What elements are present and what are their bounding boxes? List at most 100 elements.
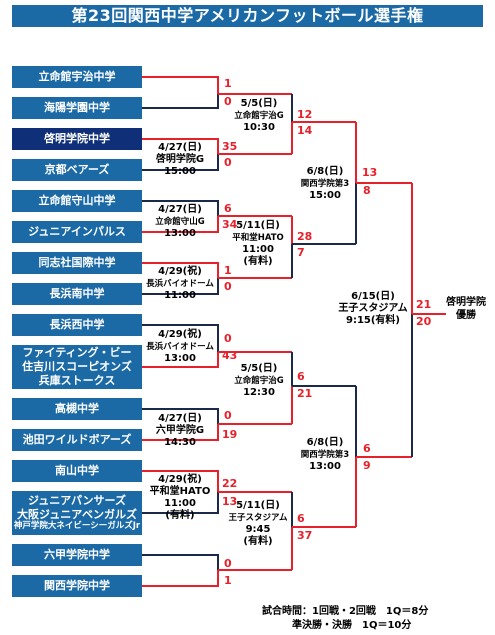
team-name: 兵庫ストークス <box>38 373 116 387</box>
score: 13 <box>222 495 238 508</box>
score: 6 <box>297 370 305 383</box>
match-date: 5/5(日) <box>240 363 278 374</box>
team-name: 立命館守山中学 <box>38 194 116 208</box>
team-name: 海陽学園中学 <box>44 101 110 115</box>
match-date: 5/5(日) <box>240 98 278 109</box>
champion-label: 啓明学院 優勝 <box>446 296 486 322</box>
team-box[interactable]: 高槻中学 <box>12 398 142 420</box>
team-box[interactable]: 池田ワイルドボアーズ <box>12 429 142 451</box>
match-info: 5/11(日) 王子スタジアム 9:45 (有料) <box>225 500 291 548</box>
match-fee: (有料) <box>165 510 195 521</box>
team-name: 立命館宇治中学 <box>38 70 116 84</box>
match-qf4-lines <box>291 492 356 570</box>
team-name: 啓明学院中学 <box>44 132 110 146</box>
match-date: 4/29(祝) <box>158 474 202 485</box>
match-final-lines <box>411 183 446 457</box>
champion-team: 啓明学院 <box>446 297 486 308</box>
match-date: 4/27(日) <box>158 204 202 215</box>
match-venue: 平和堂HATO <box>232 233 284 243</box>
score: 0 <box>224 156 232 169</box>
match-date: 4/27(日) <box>158 142 202 153</box>
team-box[interactable]: 長浜西中学 <box>12 314 142 336</box>
match-sf1-lines <box>355 122 412 244</box>
score: 6 <box>363 442 371 455</box>
match-m6-lines <box>142 408 292 441</box>
match-qf1-lines <box>291 94 356 154</box>
team-box[interactable]: 関西学院中学 <box>12 575 142 597</box>
score: 43 <box>222 349 238 362</box>
team-box[interactable]: ジュニアパンサーズ 大阪ジュニアベンガルズ 神戸学院大ネイビーシーガルズJr <box>12 491 142 535</box>
score: 14 <box>297 124 313 137</box>
match-info: 6/8(日) 関西学院第3 15:00 <box>295 166 355 202</box>
footer-note: 試合時間：1回戦・2回戦 1Q＝8分 準決勝・決勝 1Q＝10分 <box>262 605 428 633</box>
match-m4-lines <box>142 262 292 295</box>
match-venue: 立命館宇治G <box>234 111 284 121</box>
score: 22 <box>222 477 238 490</box>
team-box[interactable]: 立命館宇治中学 <box>12 66 142 88</box>
team-name: 長浜西中学 <box>49 318 105 332</box>
match-time: 15:00 <box>164 166 196 177</box>
team-box[interactable]: 長浜南中学 <box>12 283 142 305</box>
team-name: 高槻中学 <box>55 402 99 416</box>
match-info: 6/15(日) 王子スタジアム 9:15(有料) <box>336 291 410 327</box>
match-venue: 平和堂HATO <box>149 486 211 497</box>
score: 1 <box>224 264 232 277</box>
score: 21 <box>416 298 432 311</box>
match-date: 5/11(日) <box>236 220 280 231</box>
team-box[interactable]: ジュニアインパルス <box>12 221 142 243</box>
score: 37 <box>297 529 313 542</box>
team-box-selected[interactable]: 啓明学院中学 <box>12 128 142 150</box>
score: 35 <box>222 140 238 153</box>
score: 9 <box>363 459 371 472</box>
team-box[interactable]: 海陽学園中学 <box>12 97 142 119</box>
team-box[interactable]: 京都ベアーズ <box>12 159 142 181</box>
page-title: 第23回関西中学アメリカンフットボール選手権 <box>12 5 483 27</box>
team-box[interactable]: ファイティング・ビー 住吉川スコーピオンズ 兵庫ストークス <box>12 345 142 389</box>
match-venue: 六甲学院G <box>155 425 205 436</box>
match-date: 5/11(日) <box>236 500 280 511</box>
match-fee: (有料) <box>243 536 273 547</box>
score: 21 <box>297 387 313 400</box>
team-box[interactable]: 立命館守山中学 <box>12 190 142 212</box>
team-box[interactable]: 同志社国際中学 <box>12 252 142 274</box>
team-name: 南山中学 <box>55 464 99 478</box>
match-info: 5/11(日) 平和堂HATO 11:00 (有料) <box>225 220 291 268</box>
team-name: ファイティング・ビー <box>22 346 132 360</box>
team-box[interactable]: 六甲学院中学 <box>12 544 142 566</box>
team-name: 神戸学院大ネイビーシーガルズJr <box>13 521 141 532</box>
match-venue: 王子スタジアム <box>338 303 408 314</box>
match-time: 13:00 <box>164 353 196 364</box>
match-sf2-lines <box>355 386 412 527</box>
score: 7 <box>297 246 305 259</box>
match-time: 13:00 <box>309 461 341 472</box>
match-venue: 啓明学院G <box>155 154 205 165</box>
match-venue: 王子スタジアム <box>228 513 288 523</box>
team-box[interactable]: 南山中学 <box>12 460 142 482</box>
team-name: 京都ベアーズ <box>44 163 110 177</box>
match-time: 15:00 <box>309 190 341 201</box>
score: 1 <box>224 77 232 90</box>
score: 0 <box>224 280 232 293</box>
match-date: 4/27(日) <box>158 413 202 424</box>
match-time: 14:30 <box>164 437 196 448</box>
footer-line: 試合時間：1回戦・2回戦 1Q＝8分 <box>262 606 429 617</box>
match-venue: 関西学院第3 <box>300 179 350 189</box>
team-name: 関西学院中学 <box>44 579 110 593</box>
match-info: 4/29(祝) 平和堂HATO 11:00 (有料) <box>146 474 214 522</box>
score: 1 <box>224 574 232 587</box>
score: 0 <box>224 409 232 422</box>
match-date: 6/15(日) <box>351 291 395 302</box>
match-info: 6/8(日) 関西学院第3 13:00 <box>295 437 355 473</box>
score: 20 <box>416 315 432 328</box>
team-name: 住吉川スコーピオンズ <box>22 360 132 374</box>
footer-line: 準決勝・決勝 1Q＝10分 <box>292 620 412 631</box>
match-venue: 関西学院第3 <box>300 450 350 460</box>
team-name: 同志社国際中学 <box>38 256 116 270</box>
match-time: 12:30 <box>243 387 275 398</box>
score: 34 <box>222 218 238 231</box>
match-time: 11:00 <box>164 498 196 509</box>
match-info: 5/5(日) 立命館宇治G 10:30 <box>228 98 290 134</box>
score: 0 <box>224 95 232 108</box>
score: 8 <box>363 184 371 197</box>
